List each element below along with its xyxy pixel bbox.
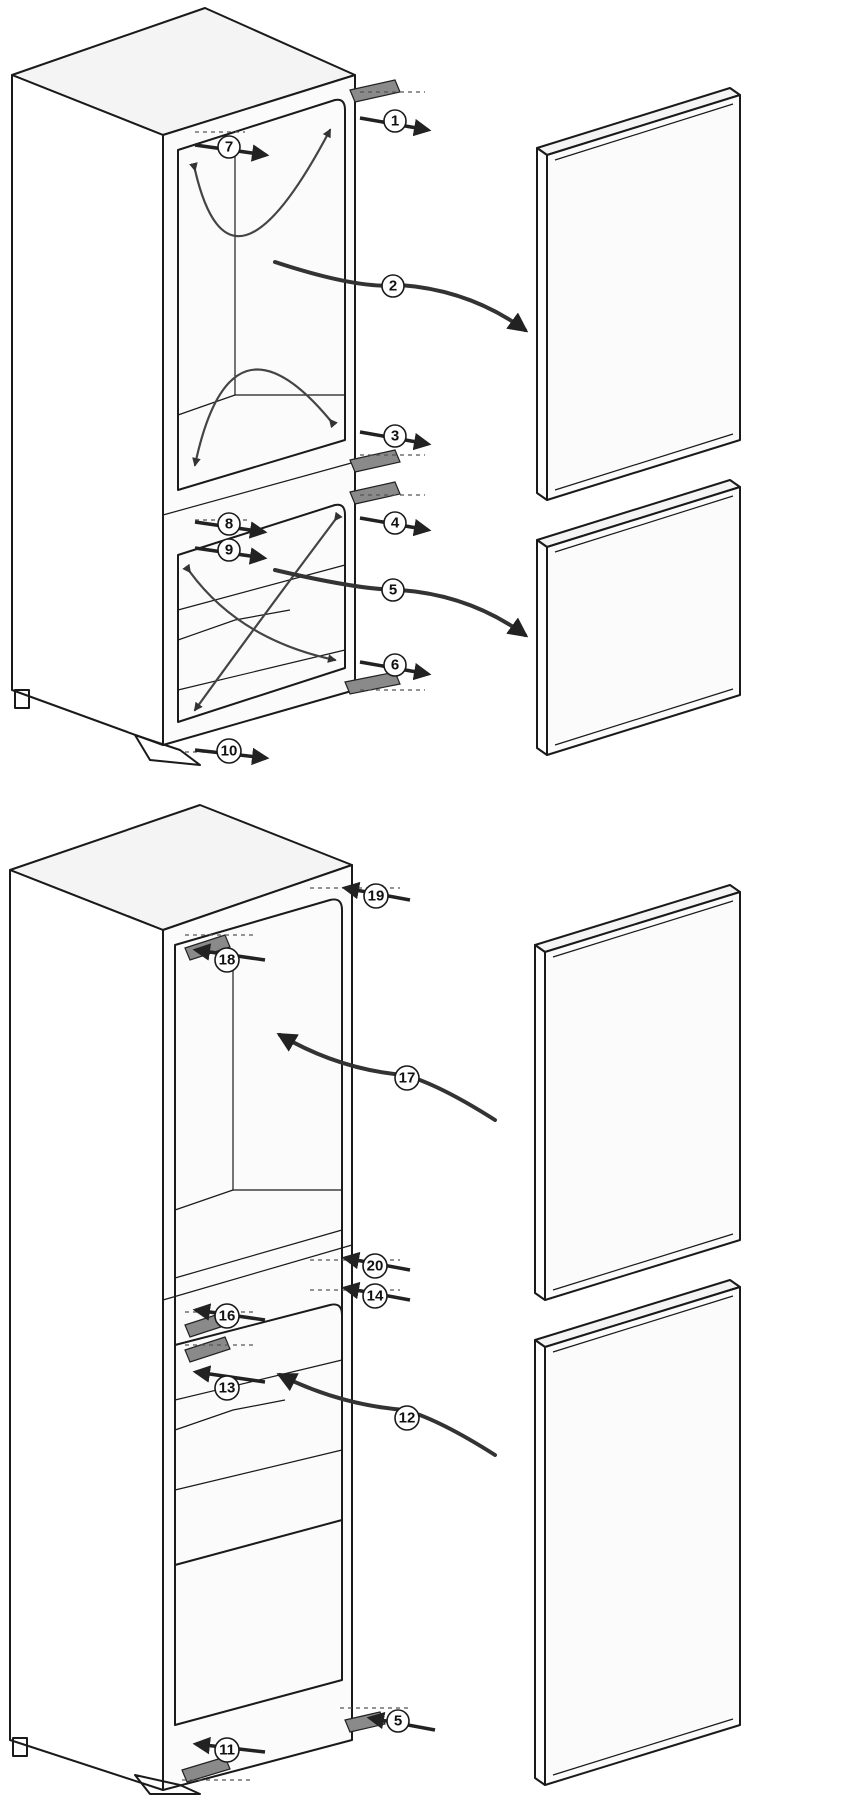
- upper-bottom-edge-2: [174, 1229, 343, 1279]
- lower-drawer-1-2: [174, 1399, 286, 1431]
- middle-hinge-2b: [184, 1336, 231, 1363]
- svg-text:4: 4: [391, 515, 400, 532]
- svg-text:12: 12: [399, 1410, 416, 1427]
- lower-compartment-2: [174, 1303, 343, 1566]
- middle-hinge-a: [349, 449, 401, 473]
- top-hinge: [349, 79, 401, 103]
- svg-text:18: 18: [219, 952, 236, 969]
- callout-14: 14: [362, 1283, 388, 1309]
- cabinet-left-side-2: [9, 869, 164, 1791]
- callout-5-lower: 5: [386, 1709, 410, 1733]
- svg-text:16: 16: [219, 1308, 236, 1325]
- middle-hinge-b: [349, 481, 401, 505]
- lower-door-panel: [536, 479, 741, 756]
- upper-door-panel-2: [534, 884, 741, 1301]
- callout-17: 17: [394, 1065, 420, 1091]
- callout-9: 9: [217, 538, 241, 562]
- callout-19: 19: [363, 883, 389, 909]
- foot-left-2: [12, 1737, 28, 1757]
- upper-compartment: [177, 98, 346, 491]
- callout-2: 2: [381, 274, 405, 298]
- callout-4: 4: [383, 511, 407, 535]
- callout-3: 3: [383, 424, 407, 448]
- callout-13: 13: [214, 1375, 240, 1401]
- callout-8: 8: [217, 512, 241, 536]
- svg-text:8: 8: [225, 516, 233, 533]
- svg-text:14: 14: [367, 1288, 384, 1305]
- callout-12: 12: [394, 1405, 420, 1431]
- svg-text:7: 7: [225, 139, 233, 156]
- callout-1: 1: [383, 109, 407, 133]
- svg-text:5: 5: [389, 582, 397, 599]
- svg-text:6: 6: [391, 657, 399, 674]
- bottom-hinge: [344, 671, 401, 695]
- callout-11: 11: [214, 1737, 240, 1763]
- cross-curve-d: [193, 511, 343, 712]
- divider-line-2: [162, 1244, 353, 1301]
- svg-text:11: 11: [219, 1742, 235, 1759]
- bottom-hinge-2: [181, 1756, 231, 1783]
- svg-text:9: 9: [225, 542, 233, 559]
- lower-drawer-2-2: [174, 1449, 343, 1491]
- cross-curve-b: [192, 368, 338, 467]
- cabinet-left-side: [11, 74, 164, 746]
- svg-text:20: 20: [367, 1258, 384, 1275]
- callout-16: 16: [214, 1303, 240, 1329]
- callout-7: 7: [217, 135, 241, 159]
- svg-text:1: 1: [391, 113, 399, 130]
- callout-20: 20: [362, 1253, 388, 1279]
- bottom-fridge-illustration: 11 12 13 14 5 16 17 18 19 20: [9, 804, 741, 1795]
- svg-text:13: 13: [219, 1380, 236, 1397]
- upper-door-panel: [536, 87, 741, 501]
- foot-left: [14, 689, 30, 709]
- foot-front: [134, 734, 201, 766]
- top-fridge-illustration: 1 2 3 4 5 6 7 8 9 10: [11, 7, 741, 766]
- svg-text:3: 3: [391, 428, 399, 445]
- upper-inner-floor: [177, 394, 236, 416]
- lower-door-panel-2: [534, 1279, 741, 1786]
- svg-text:17: 17: [399, 1070, 416, 1087]
- cross-curve-a: [189, 128, 332, 238]
- cabinet-front-2: [162, 864, 353, 1791]
- svg-text:5: 5: [394, 1713, 402, 1730]
- callout-10: 10: [216, 738, 242, 764]
- foot-front-2: [134, 1774, 201, 1795]
- svg-text:10: 10: [221, 743, 238, 760]
- callout-6: 6: [383, 653, 407, 677]
- lower-compartment: [177, 503, 346, 723]
- divider-line: [162, 461, 356, 516]
- callout-5: 5: [381, 578, 405, 602]
- svg-text:2: 2: [389, 278, 397, 295]
- upper-inner-floor-2: [174, 1189, 234, 1211]
- callout-18: 18: [214, 947, 240, 973]
- svg-text:19: 19: [368, 888, 385, 905]
